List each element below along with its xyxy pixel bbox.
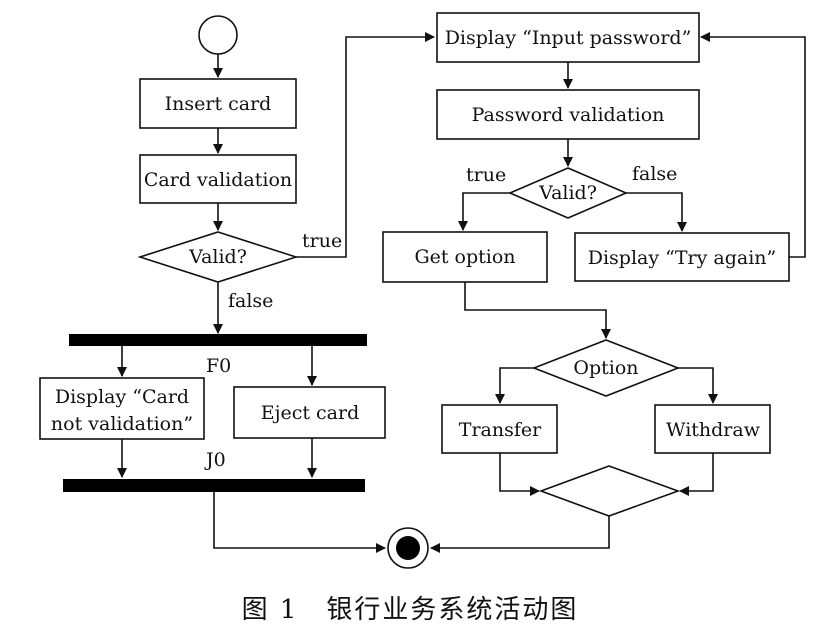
fork-label: F0 bbox=[206, 355, 231, 377]
display-card-not-validation-line2: not validation” bbox=[51, 413, 193, 435]
display-card-not-validation-line1: Display “Card bbox=[55, 386, 189, 408]
figure-caption: 图 1 银行业务系统活动图 bbox=[242, 595, 579, 625]
password-validation-label: Password validation bbox=[472, 104, 665, 126]
eject-card-action bbox=[233, 386, 386, 439]
fork-bar bbox=[69, 334, 367, 346]
display-input-password-label: Display “Input password” bbox=[445, 27, 692, 49]
option-decision-label: Option bbox=[573, 357, 638, 379]
valid-decision-1-label: Valid? bbox=[188, 246, 247, 268]
password-validation-action bbox=[436, 89, 700, 140]
guard-true-2: true bbox=[466, 164, 506, 186]
transfer-label: Transfer bbox=[459, 419, 542, 441]
card-validation-label: Card validation bbox=[144, 169, 292, 191]
guard-false-2: false bbox=[632, 163, 677, 185]
valid-decision-2 bbox=[507, 167, 629, 219]
final-node-core bbox=[396, 536, 420, 560]
valid-decision-2-label: Valid? bbox=[538, 182, 597, 204]
withdraw-label: Withdraw bbox=[666, 419, 761, 441]
merge-node bbox=[538, 465, 681, 517]
option-decision bbox=[531, 339, 681, 397]
display-try-again-label: Display “Try again” bbox=[588, 247, 777, 269]
eject-card-label: Eject card bbox=[261, 402, 360, 424]
get-option-label: Get option bbox=[414, 246, 515, 268]
display-input-password-action bbox=[436, 12, 700, 63]
guard-true-1: true bbox=[302, 230, 342, 252]
get-option-action bbox=[382, 231, 548, 283]
card-validation-action bbox=[139, 154, 297, 204]
insert-card-label: Insert card bbox=[165, 93, 272, 115]
initial-node bbox=[198, 15, 238, 55]
join-bar bbox=[63, 479, 365, 492]
guard-false-1: false bbox=[228, 290, 273, 312]
join-label: J0 bbox=[204, 449, 226, 471]
